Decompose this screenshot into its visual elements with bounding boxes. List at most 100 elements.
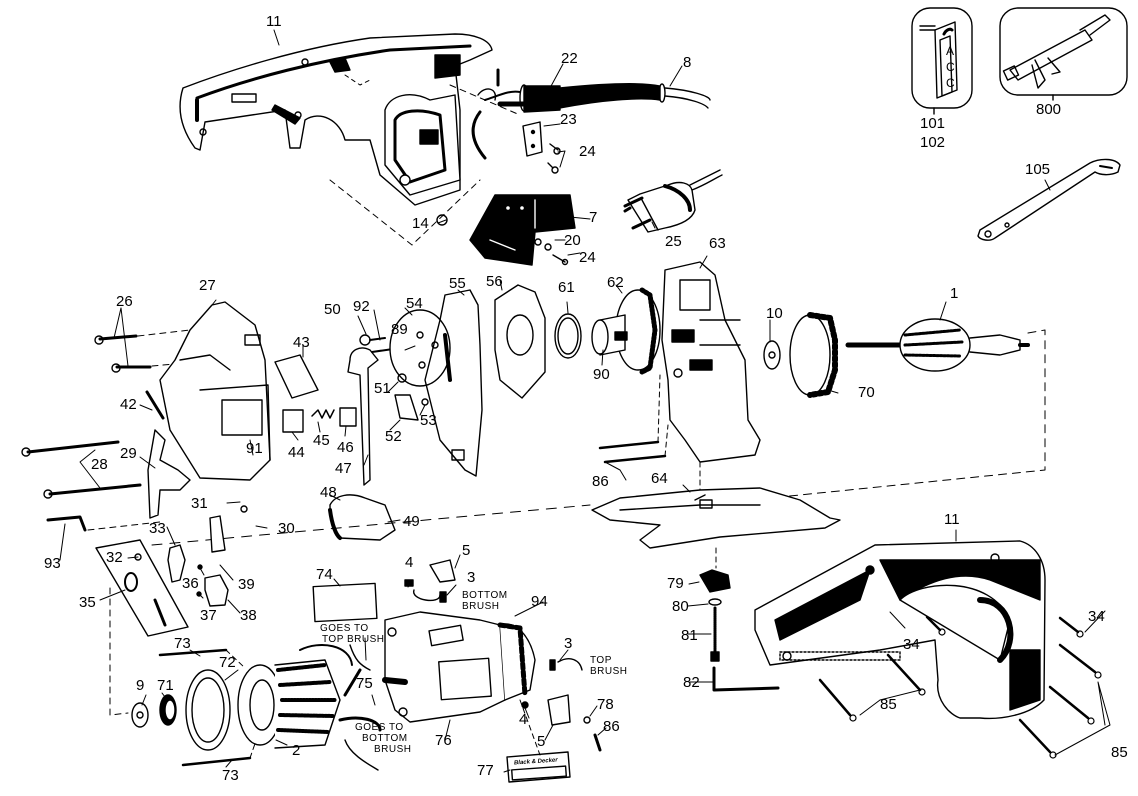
part-label: 42 — [120, 396, 137, 413]
part-label: 43 — [293, 334, 310, 351]
part-label: 30 — [278, 520, 295, 537]
part-label: 71 — [157, 677, 174, 694]
part-label: 74 — [316, 566, 333, 583]
part-39 — [209, 515, 226, 553]
part-label: 79 — [667, 575, 684, 592]
part-label: 93 — [44, 555, 61, 572]
part-label: 7 — [589, 209, 598, 226]
acc-letter-c2: C — [946, 76, 955, 90]
part-label: 11 — [266, 13, 282, 30]
gasket-55 — [424, 289, 483, 477]
part-48-49 — [329, 494, 396, 541]
screw-81 — [710, 606, 720, 662]
part-label: 26 — [116, 293, 133, 310]
brush-assembly-top — [404, 559, 456, 603]
part-label: 25 — [665, 233, 682, 250]
part-44 — [282, 409, 304, 433]
dashed-callout-handle — [329, 179, 481, 246]
part-label: 89 — [391, 321, 408, 338]
screw-73-top — [158, 648, 228, 657]
cord-clamp — [522, 121, 561, 174]
part-label: 51 — [374, 380, 391, 397]
bearing-9 — [131, 702, 149, 728]
part-label: 5 — [462, 542, 471, 559]
washers-screw — [534, 238, 569, 266]
part-label: 73 — [222, 767, 239, 784]
acc-letter-c1: C — [946, 60, 955, 74]
screws-26 — [94, 329, 191, 373]
part-label: 101 — [920, 115, 946, 132]
gear-62 — [591, 287, 661, 375]
part-label: 94 — [531, 593, 548, 610]
shoe-64 — [591, 487, 841, 549]
part-label: 85 — [1111, 744, 1128, 761]
screws-34-85 — [818, 615, 1102, 759]
leader-lines — [59, 29, 1111, 773]
nameplate-77 — [506, 751, 571, 783]
part-label: 92 — [353, 298, 370, 315]
part-label: 77 — [477, 762, 494, 779]
part-label: 86 — [603, 718, 620, 735]
part-label: 56 — [486, 273, 503, 290]
screws-28 — [21, 440, 142, 499]
ring-61 — [554, 313, 582, 359]
part-label: 73 — [174, 635, 191, 652]
part-label: 20 — [564, 232, 581, 249]
nameplate-brand: Black & Decker — [513, 757, 558, 767]
part-label: 38 — [240, 607, 257, 624]
part-label: 35 — [79, 594, 96, 611]
part-label: 34 — [1088, 608, 1105, 625]
part-label: 8 — [683, 54, 692, 71]
part-label: 34 — [903, 636, 920, 653]
part-56 — [494, 284, 546, 399]
part-label: 37 — [200, 607, 217, 624]
hex-key-82 — [712, 666, 780, 692]
part-label: 9 — [136, 677, 145, 694]
dashed-callout-armature — [769, 329, 1046, 499]
part-51 — [397, 373, 407, 383]
power-cord — [471, 68, 711, 160]
part-label: 1 — [950, 285, 959, 302]
acc-label-box — [911, 7, 973, 115]
part-label: 47 — [335, 460, 352, 477]
part-label: 82 — [683, 674, 700, 691]
part-label: 52 — [385, 428, 402, 445]
part-label: 61 — [558, 279, 575, 296]
switch — [469, 194, 576, 266]
part-52 — [394, 394, 419, 421]
part-label: 10 — [766, 305, 783, 322]
part-label: 46 — [337, 439, 354, 456]
part-label: 3 — [564, 635, 573, 652]
part-label: 45 — [313, 432, 330, 449]
part-label: 28 — [91, 456, 108, 473]
acc-letter-a: A — [946, 44, 955, 58]
part-label: 3 — [467, 569, 476, 586]
part-label: 36 — [182, 575, 199, 592]
part-label: 44 — [288, 444, 305, 461]
part-46 — [339, 407, 357, 427]
part-43 — [274, 354, 319, 399]
spring-45 — [311, 409, 335, 419]
pin-42 — [145, 390, 165, 420]
washer-80 — [708, 598, 722, 606]
bearing-10 — [763, 340, 781, 370]
part-label: 5 — [537, 733, 546, 750]
part-label: 22 — [561, 50, 578, 67]
part-label: 800 — [1036, 101, 1062, 118]
part-label: 54 — [406, 295, 423, 312]
handle-housing-top — [179, 33, 493, 206]
field-2 — [237, 659, 341, 749]
part-label: 85 — [880, 696, 897, 713]
part-label: 4 — [519, 711, 528, 728]
part-label: 72 — [219, 654, 236, 671]
part-label: 32 — [106, 549, 123, 566]
wrench-105 — [977, 158, 1121, 241]
part-label: 81 — [681, 627, 698, 644]
part-label: 55 — [449, 275, 466, 292]
clamp-79 — [699, 569, 731, 593]
part-label: 39 — [238, 576, 255, 593]
brush-assembly-bottom — [521, 658, 602, 752]
field-case-27 — [159, 301, 271, 513]
